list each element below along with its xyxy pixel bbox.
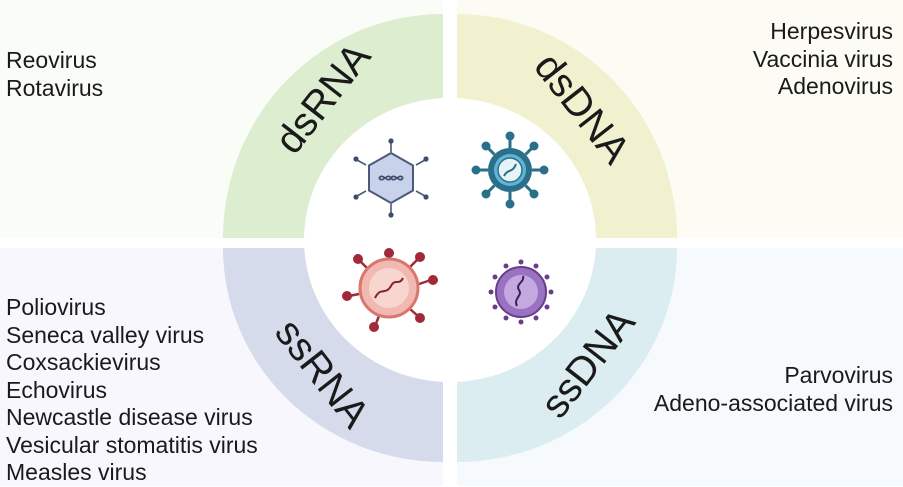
list-item: Herpesvirus (770, 18, 893, 44)
list-item: Echovirus (6, 376, 107, 403)
divider-horizontal (0, 238, 903, 248)
virus-list-dsrna: Reovirus Rotavirus (6, 47, 103, 102)
list-item: Coxsackievirus (6, 349, 161, 375)
dsrna-virus-icon (353, 138, 429, 218)
dsdna-virus-icon (471, 131, 549, 209)
list-item: Parvovirus (784, 362, 893, 388)
virus-list-dsdna: Herpesvirus Vaccinia virus Adenovirus (753, 18, 893, 101)
list-item: Rotavirus (6, 74, 104, 101)
list-item: Poliovirus (6, 294, 106, 320)
list-item: Measles virus (6, 459, 147, 485)
list-item: Vesicular stomatitis virus (6, 431, 258, 458)
list-item: Newcastle disease virus (6, 404, 253, 430)
ssdna-virus-icon (488, 259, 554, 325)
list-item: Reovirus (6, 47, 97, 73)
ssrna-virus-icon (342, 248, 438, 332)
list-item: Adeno-associated virus (653, 389, 893, 416)
list-item: Seneca valley virus (6, 321, 205, 348)
list-item: Adenovirus (777, 73, 893, 99)
virus-list-ssrna: Poliovirus Seneca valley virus Coxsackie… (6, 294, 258, 487)
virus-list-ssdna: Parvovirus Adeno-associated virus (654, 362, 893, 417)
list-item: Vaccinia virus (752, 45, 893, 72)
